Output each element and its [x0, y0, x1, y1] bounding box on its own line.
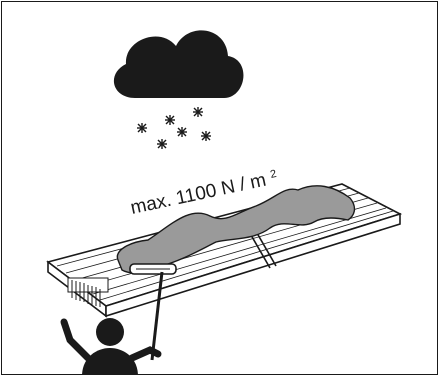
snowflakes	[137, 107, 211, 149]
snowflake-icon	[157, 139, 167, 149]
snowflake-icon	[201, 131, 211, 141]
person-icon	[64, 318, 158, 375]
load-label-exponent: 2	[269, 168, 277, 181]
snowflake-icon	[177, 127, 187, 137]
snowflake-icon	[137, 123, 147, 133]
snowflake-icon	[193, 107, 203, 117]
snowflake-icon	[165, 115, 175, 125]
brush-icon	[130, 264, 176, 274]
cloud-icon	[114, 30, 244, 98]
